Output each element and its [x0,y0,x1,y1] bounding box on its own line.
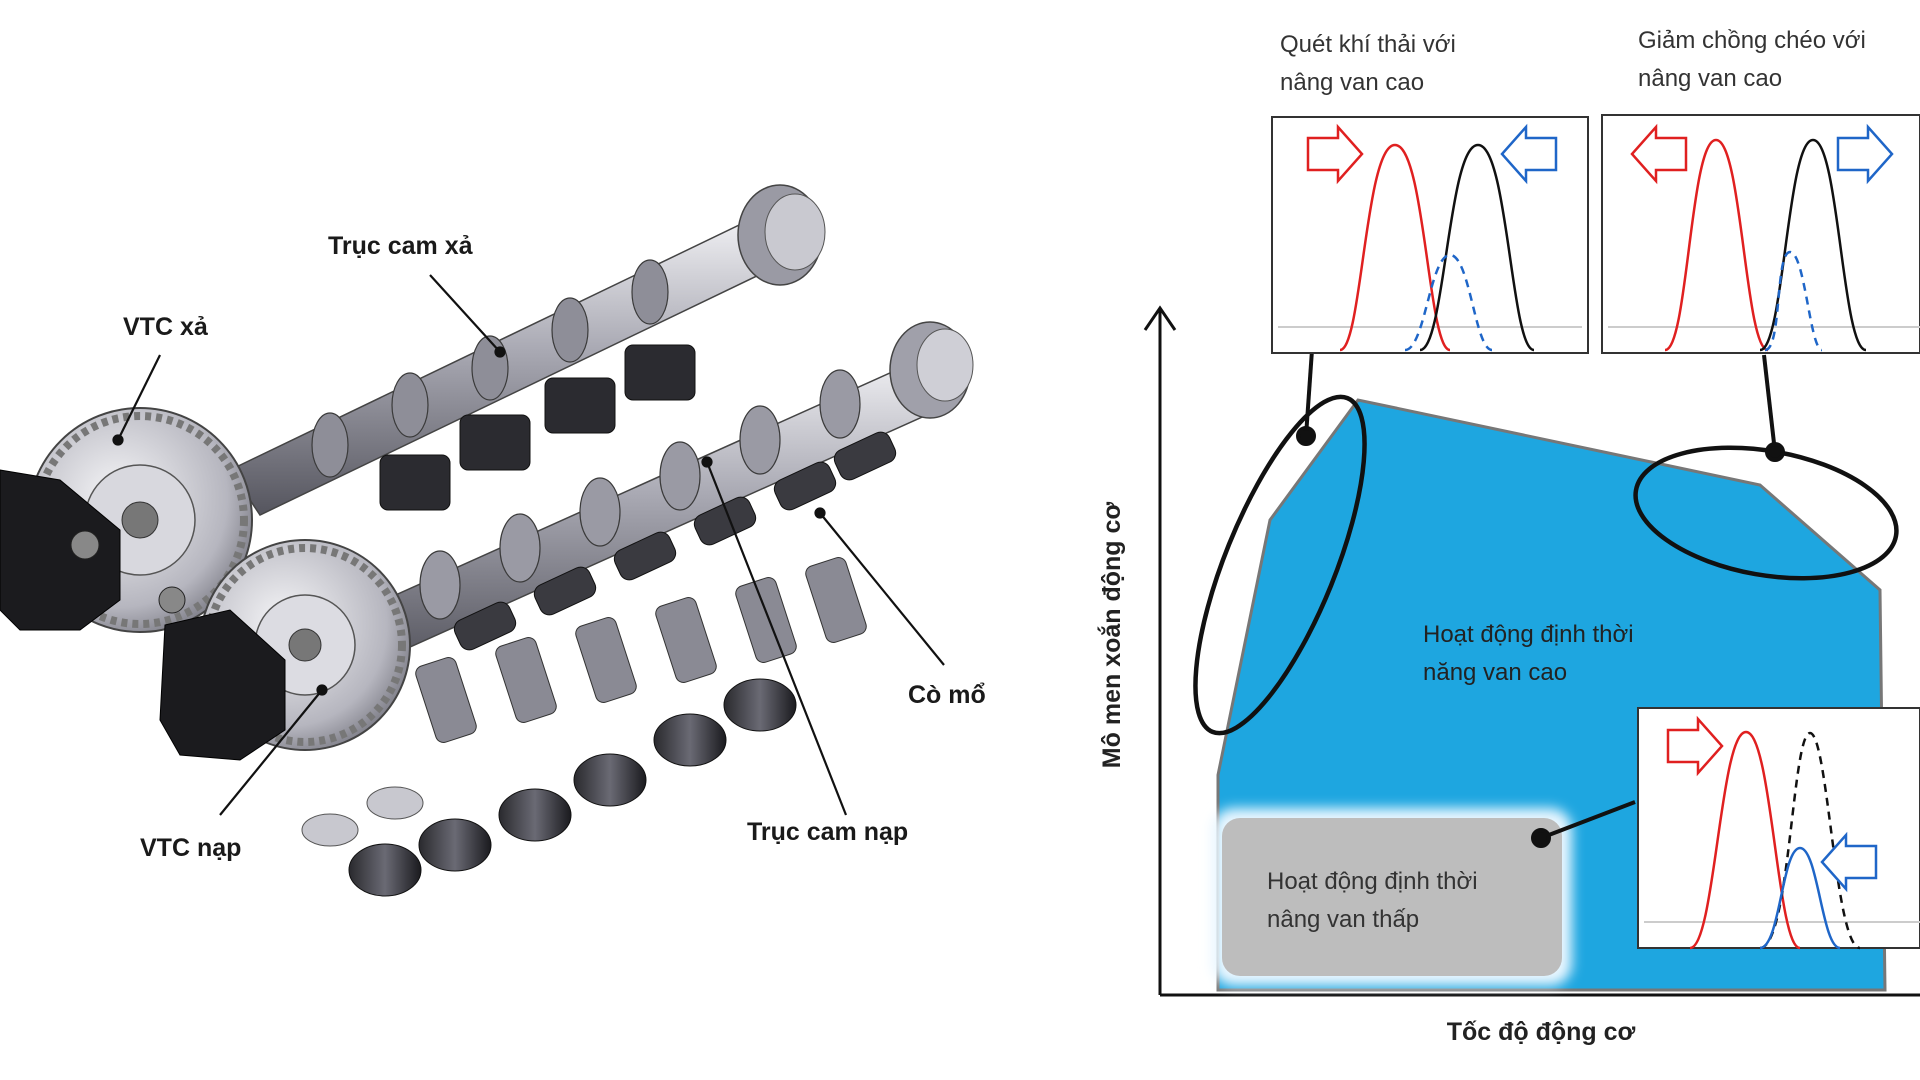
label-rocker-arm: Cò mổ [908,681,986,709]
intake-camshaft [338,321,974,666]
inset-connectors [1296,349,1785,848]
inset-top-right [1601,114,1920,354]
intake-arrow-icon [1836,123,1894,185]
exhaust-vtc-actuator [0,469,121,631]
label-exhaust-vtc: VTC xả [123,313,209,341]
intake-low-lift-curve [1759,846,1841,950]
inset-top-right-title-line1: Giảm chồng chéo với [1638,27,1866,54]
intake-arrow-icon [1820,831,1878,893]
inset-top-right-title-line2: nâng van cao [1638,65,1782,92]
exhaust-camshaft [228,184,826,516]
exhaust-lift-curve [1339,143,1451,352]
exhaust-arrow-icon [1306,123,1364,185]
inset-top-left-title: Quét khí thải với nâng van cao [1280,31,1463,96]
rocker-arms [453,431,897,651]
label-intake-camshaft: Trục cam nạp [747,818,908,846]
exhaust-valves [301,786,424,847]
region-high-lift-label: Hoạt động định thời năng van cao [1423,621,1640,686]
region-low-lift-line1: Hoạt động định thời [1267,868,1478,895]
region-high-lift-line2: năng van cao [1423,659,1567,686]
exhaust-arrow-icon [1666,715,1724,777]
left-labels: Trục cam xả VTC xả VTC nạp Trục cam nạp … [123,232,986,862]
intake-vtc-actuator [158,586,286,761]
region-low-lift-line2: nâng van thấp [1267,906,1419,933]
bearing-caps [379,344,696,511]
low-lift-region [1222,818,1562,976]
exhaust-lift-curve [1664,138,1769,352]
torque-speed-diagram: Hoạt động định thời năng van cao Hoạt độ… [1096,27,1920,1046]
left-leader-lines [112,274,945,816]
inset-top-right-title: Giảm chồng chéo với nâng van cao [1638,27,1873,92]
camshaft-assembly-illustration [0,184,974,897]
intake-high-lift-curve [1419,143,1535,352]
exhaust-arrow-icon [1630,123,1688,185]
inset-bottom-right [1637,707,1920,950]
label-intake-vtc: VTC nạp [140,834,241,862]
axes [1143,305,1920,997]
y-axis-label: Mô men xoắn động cơ [1096,502,1126,769]
region-low-lift-label: Hoạt động định thời nâng van thấp [1267,868,1484,933]
intake-high-lift-curve [1759,138,1867,352]
label-exhaust-camshaft: Trục cam xả [328,232,474,260]
inset-top-left [1271,116,1589,354]
inset-top-left-title-line2: nâng van cao [1280,69,1424,96]
valve-springs [415,557,867,743]
intake-arrow-icon [1500,123,1558,185]
x-axis-label: Tốc độ động cơ [1447,1018,1636,1046]
region-high-lift-line1: Hoạt động định thời [1423,621,1634,648]
inset-top-left-title-line1: Quét khí thải với [1280,31,1456,58]
intake-low-lift-curve [1764,250,1823,352]
intake-valves [348,678,797,897]
low-speed-highlight-ellipse [1193,394,1367,736]
